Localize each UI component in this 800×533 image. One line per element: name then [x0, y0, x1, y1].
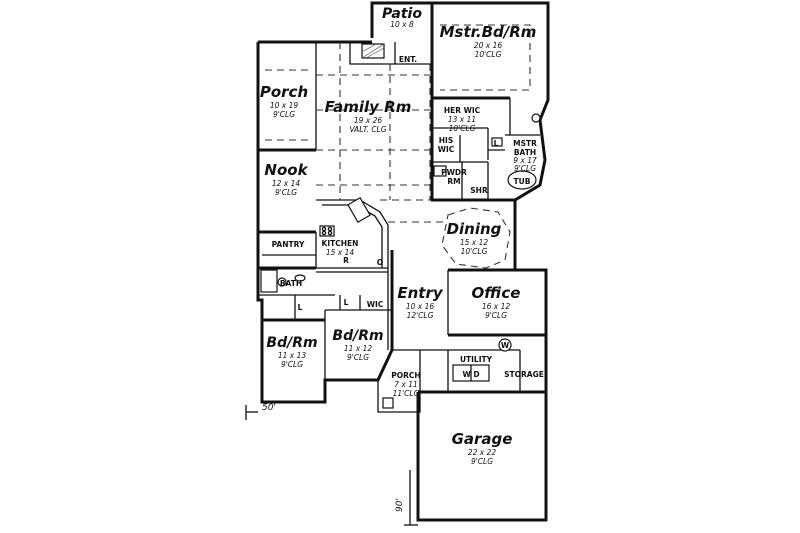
water-heater-label: W — [501, 341, 510, 350]
kitchen-label: KITCHEN — [322, 239, 359, 248]
patio-dims: 10 x 8 — [390, 20, 414, 29]
wic-label: WIC — [367, 300, 384, 309]
entry-clg: 12'CLG — [407, 311, 434, 320]
bedroom-2-label: Bd/Rm — [266, 335, 317, 351]
water-heater — [498, 338, 512, 352]
his-wic-label-2: WIC — [438, 145, 455, 154]
bedroom-3-dims: 11 x 12 — [344, 344, 373, 353]
master-bath-label-2: BATH — [514, 148, 536, 157]
garage-label: Garage — [452, 430, 513, 448]
master-toilet — [491, 137, 503, 147]
nook-label: Nook — [264, 161, 308, 179]
powder-room-label: PWDR — [441, 168, 467, 177]
width-dimension: 50' — [262, 403, 276, 413]
bath-label: BATH — [280, 279, 302, 288]
closet-l-1: L — [298, 303, 303, 312]
patio-label: Patio — [382, 6, 422, 22]
entry-label: Entry — [397, 284, 443, 302]
bedroom-2-dims: 11 x 13 — [278, 351, 307, 360]
annotations: ENT. PANTRY BATH UTILITY STORAGE SHR TUB… — [262, 55, 544, 512]
master-bedroom-clg: 10'CLG — [475, 50, 502, 59]
cooktop — [319, 225, 335, 237]
his-wic-label: HIS — [439, 136, 453, 145]
dining-clg: 10'CLG — [461, 247, 488, 256]
utility-label: UTILITY — [460, 355, 493, 364]
depth-dimension: 90' — [395, 498, 405, 512]
nook-dims: 12 x 14 — [272, 179, 301, 188]
master-sink — [531, 113, 541, 123]
refrigerator-label: R — [343, 256, 349, 265]
closet-l-3: L — [494, 139, 499, 148]
exterior-walls — [256, 1, 550, 522]
kitchen-dims: 15 x 14 — [326, 248, 355, 257]
tub — [260, 269, 278, 293]
bedroom-3-label: Bd/Rm — [332, 328, 383, 344]
room-labels: Patio 10 x 8 Mstr.Bd/Rm 20 x 16 10'CLG P… — [260, 6, 537, 466]
front-porch-clg: 11'CLG — [393, 389, 420, 398]
nook-clg: 9'CLG — [275, 188, 297, 197]
master-bedroom-label: Mstr.Bd/Rm — [440, 23, 537, 41]
office-clg: 9'CLG — [485, 311, 507, 320]
her-wic-label: HER WIC — [444, 106, 481, 115]
dining-label: Dining — [447, 220, 502, 238]
west-porch-clg: 9'CLG — [273, 110, 295, 119]
master-bath-clg: 9'CLG — [514, 164, 536, 173]
kitchen-island — [347, 197, 371, 223]
tub-label: TUB — [514, 177, 531, 186]
family-room-dims: 19 x 26 — [354, 116, 383, 125]
interior-walls — [258, 42, 546, 413]
sink — [277, 277, 287, 287]
oven-label: O — [377, 258, 383, 267]
west-porch-label: Porch — [260, 83, 308, 101]
powder-sink — [433, 165, 447, 177]
closet-l-2: L — [344, 298, 349, 307]
family-room-label: Family Rm — [325, 98, 412, 116]
front-porch-dims: 7 x 11 — [394, 380, 418, 389]
storage-label: STORAGE — [504, 370, 544, 379]
washer-dryer-label: W D — [462, 370, 479, 379]
bedroom-3-clg: 9'CLG — [347, 353, 369, 362]
garage-clg: 9'CLG — [471, 457, 493, 466]
shower-label: SHR — [470, 186, 488, 195]
pantry-label: PANTRY — [272, 240, 305, 249]
master-bedroom-dims: 20 x 16 — [474, 41, 503, 50]
her-wic-dims: 13 x 11 — [448, 115, 476, 124]
dining-ceiling-outline — [441, 207, 511, 269]
her-wic-clg: 10'CLG — [449, 124, 476, 133]
dimension-lines — [245, 405, 418, 526]
master-bath-label: MSTR — [513, 139, 537, 148]
front-porch-label: PORCH — [391, 371, 420, 380]
garage-dims: 22 x 22 — [468, 448, 497, 457]
office-label: Office — [472, 284, 521, 302]
entry-dims: 10 x 16 — [406, 302, 435, 311]
bedroom-2-clg: 9'CLG — [281, 360, 303, 369]
toilet — [294, 274, 306, 282]
ceiling-lines — [265, 24, 531, 223]
porch-step — [382, 397, 394, 409]
master-tub — [507, 170, 537, 190]
office-dims: 16 x 12 — [482, 302, 511, 311]
west-porch-dims: 10 x 19 — [270, 101, 299, 110]
powder-room-label-2: RM — [447, 177, 460, 186]
master-bath-dims: 9 x 17 — [513, 156, 537, 165]
ent-label: ENT. — [399, 55, 417, 64]
family-room-clg: VALT. CLG — [349, 125, 386, 134]
dining-dims: 15 x 12 — [460, 238, 489, 247]
